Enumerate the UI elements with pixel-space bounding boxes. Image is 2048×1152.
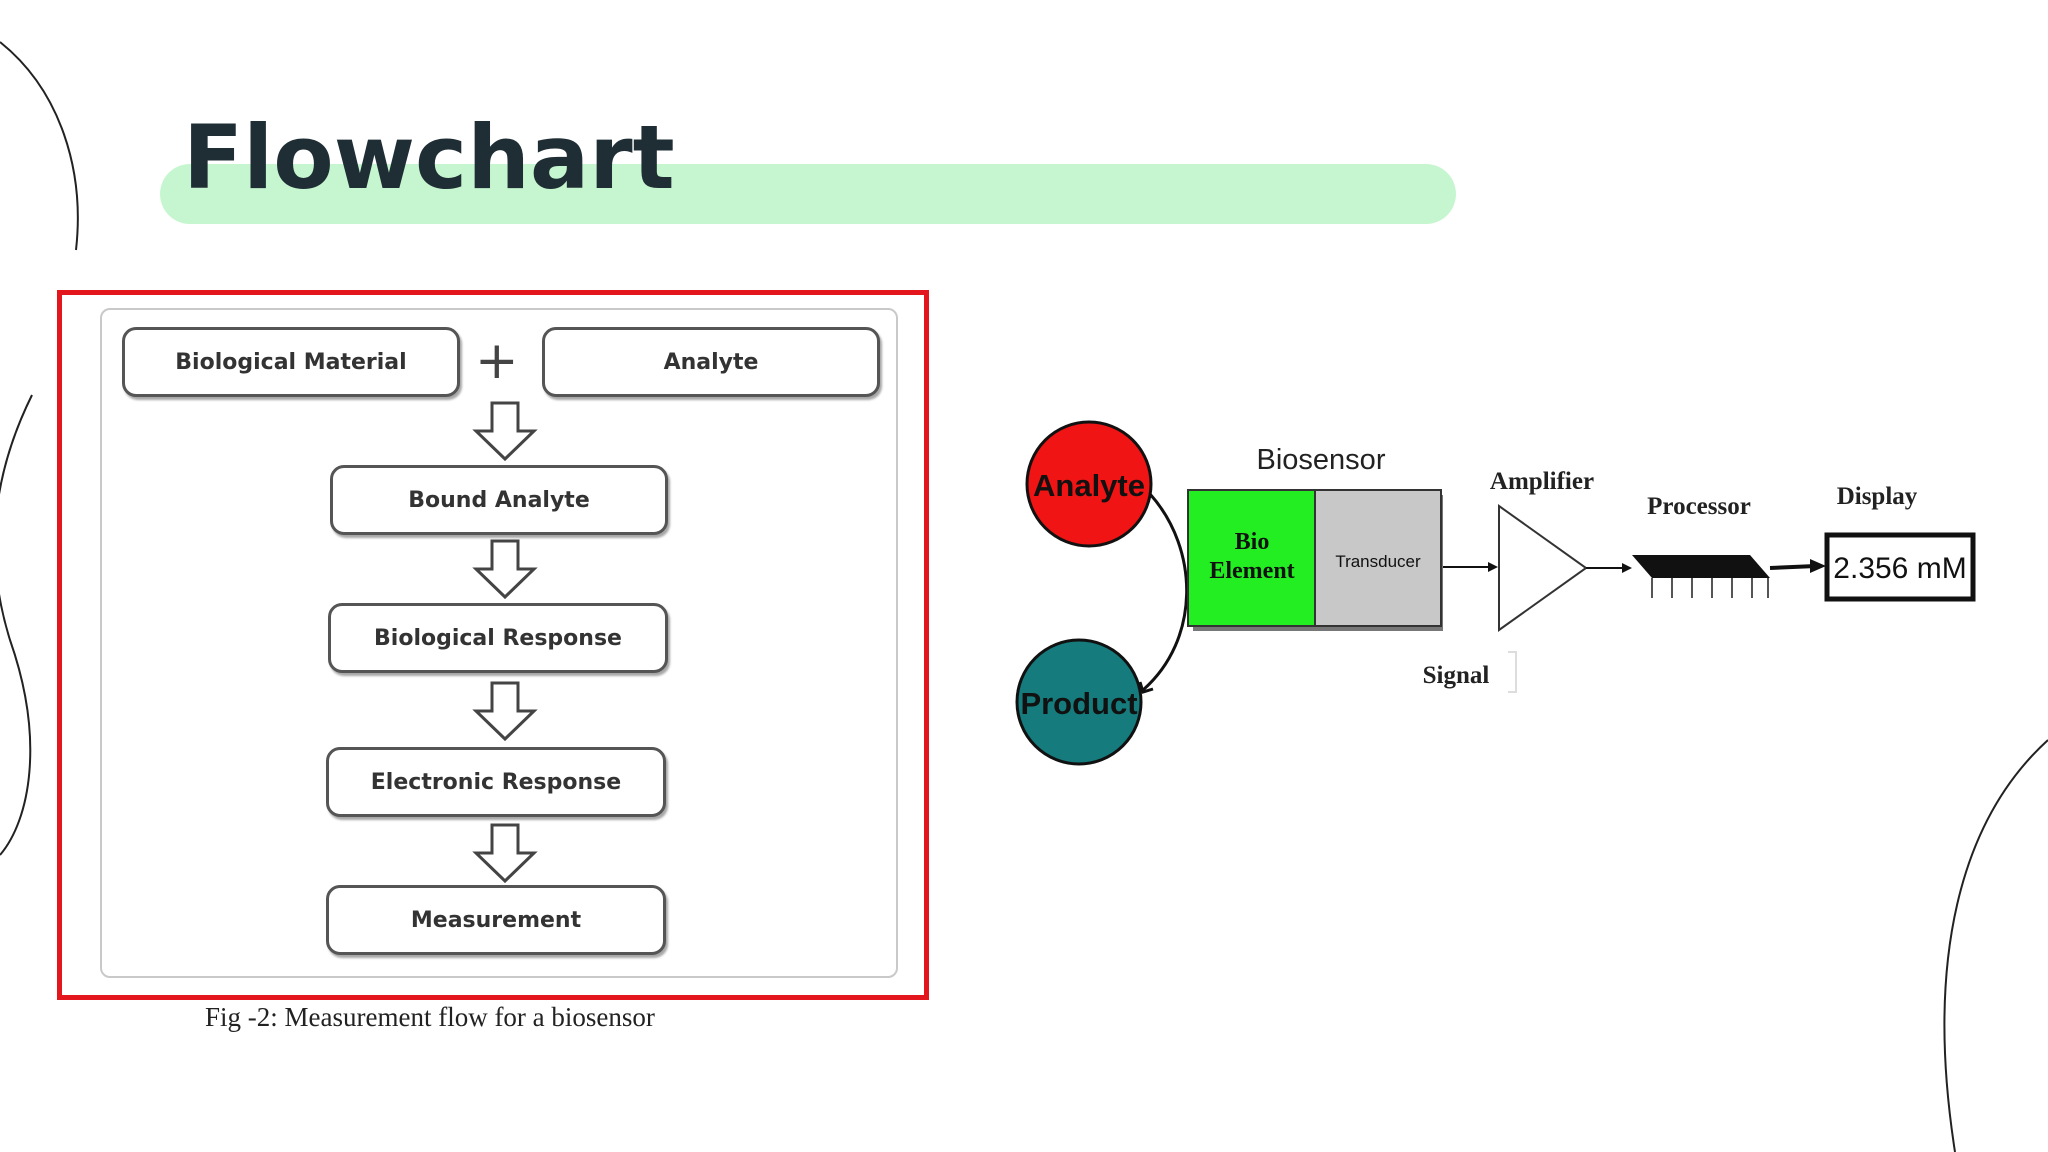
biosensor-label: Biosensor [1257,444,1386,476]
box-analyte: Analyte [542,327,880,397]
signal-label: Signal [1423,662,1490,689]
flow-figure-panel [100,308,898,978]
display-label: Display [1837,483,1918,510]
amplifier-label: Amplifier [1490,468,1594,495]
down-arrow-1 [472,401,538,462]
reaction-arc [1142,493,1189,692]
bio-element-label-line1: Bio [1235,529,1270,555]
plus-sign: + [475,331,519,391]
down-arrow-2 [472,539,538,600]
figure-caption: Fig -2: Measurement flow for a biosensor [205,1002,655,1032]
box-biological-material: Biological Material [122,327,460,397]
amplifier-triangle [1498,504,1588,632]
product-label: Product [1020,686,1137,721]
processor-pins [1651,578,1769,598]
signal-arrowhead-2 [1622,563,1632,573]
down-arrow-4 [472,823,538,884]
box-measurement: Measurement [326,885,666,955]
processor-chip [1632,555,1770,578]
display-value: 2.356 mM [1833,552,1966,585]
signal-arrowhead-3 [1810,559,1826,573]
signal-arrowhead-1 [1488,562,1498,572]
title-highlight-bar [160,164,1456,224]
transducer-label: Transducer [1335,552,1421,571]
left-top-curve [0,41,79,251]
analyte-label: Analyte [1033,468,1145,503]
display-box [1824,532,1976,602]
processor-label: Processor [1647,493,1751,520]
bio-element-box [1187,489,1316,627]
box-biological-response: Biological Response [328,603,668,673]
reaction-arrowhead [1138,681,1154,694]
flow-figure-frame: Biological Material + Analyte Bound Anal… [57,290,929,1000]
transducer-box [1314,489,1442,627]
slide-title: Flowchart [183,106,675,209]
signal-bracket [1508,651,1517,693]
product-circle [1015,638,1143,766]
left-bottom-curve [0,394,33,856]
signal-line-3 [1769,564,1817,570]
box-bound-analyte: Bound Analyte [330,465,668,535]
analyte-circle [1025,420,1153,548]
box-electronic-response: Electronic Response [326,747,666,817]
right-bottom-curve [1943,739,2048,1152]
bio-element-label-line2: Element [1209,558,1294,584]
down-arrow-3 [472,681,538,742]
